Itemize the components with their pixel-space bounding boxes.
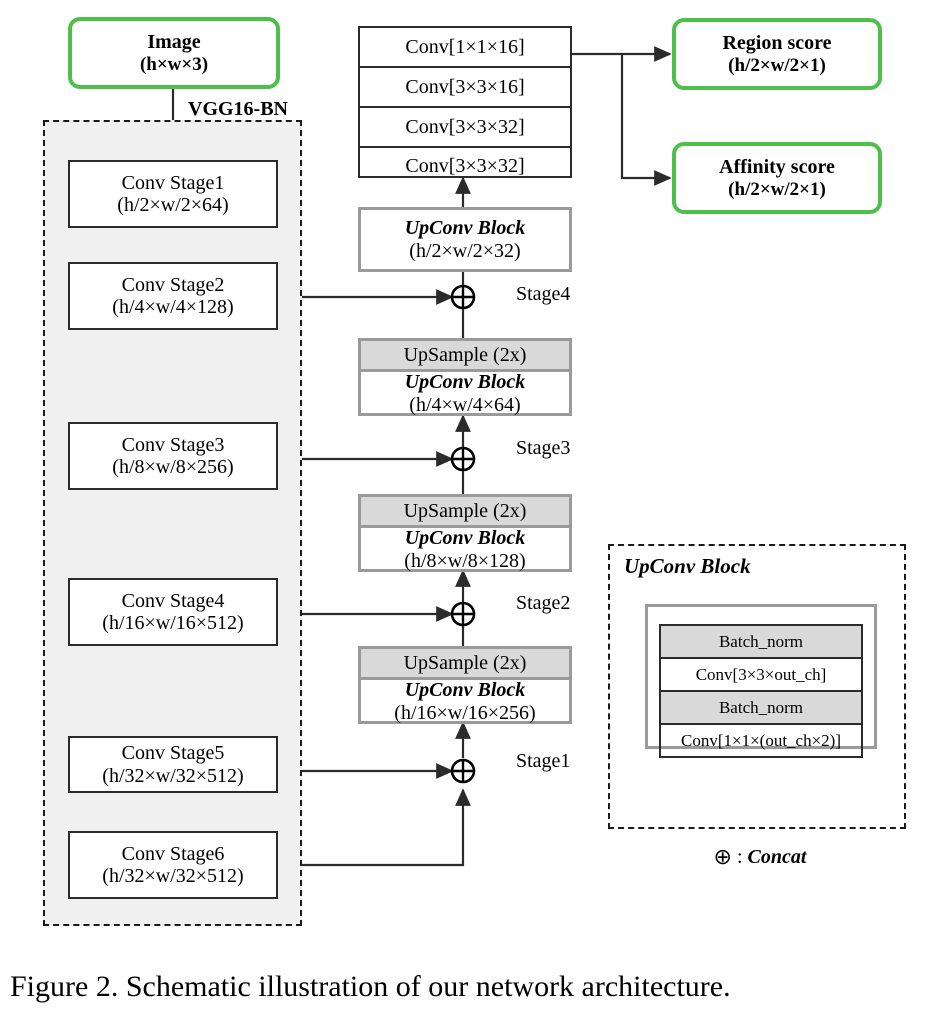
stage-label-2: Stage2 <box>516 592 571 614</box>
conv-stage-4: Conv Stage4 (h/16×w/16×512) <box>68 578 278 646</box>
conv-stage-5-shape: (h/32×w/32×512) <box>102 764 244 787</box>
upconv-block-4-shape: (h/2×w/2×32) <box>409 239 521 262</box>
upconv-group-3: UpSample (2x) UpConv Block (h/4×w/4×64) <box>358 338 572 416</box>
conv-stage-4-name: Conv Stage4 <box>121 589 225 612</box>
upsample-2: UpSample (2x) <box>361 497 569 528</box>
head-conv-layer-4: Conv[3×3×32] <box>405 154 525 177</box>
upconv-block-3: UpConv Block (h/4×w/4×64) <box>361 371 569 416</box>
upsample-1: UpSample (2x) <box>361 649 569 680</box>
conv-stage-4-shape: (h/16×w/16×512) <box>102 612 244 634</box>
upconv-block-2-shape: (h/8×w/8×128) <box>404 550 526 572</box>
conv-stage-3: Conv Stage3 (h/8×w/8×256) <box>68 422 278 490</box>
upconv-group-2: UpSample (2x) UpConv Block (h/8×w/8×128) <box>358 494 572 572</box>
conv-stage-6: Conv Stage6 (h/32×w/32×512) <box>68 831 278 899</box>
conv-stage-3-shape: (h/8×w/8×256) <box>112 456 234 478</box>
legend-row-batch-norm-2: Batch_norm <box>659 624 863 657</box>
upconv-block-4-name: UpConv Block <box>404 216 526 239</box>
concat-legend: ⊕ : Concat <box>700 842 820 872</box>
upconv-block-1-shape: (h/16×w/16×256) <box>394 702 536 724</box>
conv-stage-5-name: Conv Stage5 <box>121 742 225 765</box>
vgg16-bn-label: VGG16-BN <box>188 98 288 120</box>
head-conv-layer-2: Conv[3×3×16] <box>360 68 570 108</box>
conv-stage-2: Conv Stage2 (h/4×w/4×128) <box>68 262 278 330</box>
output-region-score: Region score (h/2×w/2×1) <box>672 18 882 90</box>
conv-stage-3-name: Conv Stage3 <box>121 433 225 456</box>
input-image-shape: (h×w×3) <box>139 53 209 75</box>
stage-label-3: Stage3 <box>516 437 571 459</box>
head-conv-stack: Conv[1×1×16] Conv[3×3×16] Conv[3×3×32] C… <box>358 26 572 178</box>
stage-label-1: Stage1 <box>516 750 571 772</box>
conv-stage-2-shape: (h/4×w/4×128) <box>112 296 234 318</box>
conv-stage-6-shape: (h/32×w/32×512) <box>102 865 244 887</box>
legend-row-conv-3x3: Conv[3×3×out_ch] <box>659 657 863 690</box>
upconv-group-1: UpSample (2x) UpConv Block (h/16×w/16×25… <box>358 646 572 724</box>
legend-row-batch-norm-1: Batch_norm <box>659 690 863 723</box>
head-conv-layer-3: Conv[3×3×32] <box>360 108 570 148</box>
upconv-block-legend-title: UpConv Block <box>624 554 751 578</box>
conv-stage-1: Conv Stage1 (h/2×w/2×64) <box>68 160 278 228</box>
output-affinity-score-title: Affinity score <box>719 156 835 179</box>
upconv-group-4: UpConv Block (h/2×w/2×32) <box>358 207 572 272</box>
upconv-block-3-shape: (h/4×w/4×64) <box>409 394 521 416</box>
output-region-score-shape: (h/2×w/2×1) <box>728 54 826 76</box>
upconv-block-legend-rows: Batch_norm Conv[3×3×out_ch] Batch_norm C… <box>659 624 863 758</box>
input-image-node: Image (h×w×3) <box>68 17 280 89</box>
concat-word: Concat <box>747 845 807 868</box>
input-image-title: Image <box>147 31 201 54</box>
head-conv-layer-1: Conv[1×1×16] <box>360 28 570 68</box>
vgg16-bn-container <box>43 120 302 926</box>
upconv-block-4: UpConv Block (h/2×w/2×32) <box>361 210 569 269</box>
concat-symbol-icon: ⊕ <box>713 844 732 869</box>
stage-label-4: Stage4 <box>516 283 571 305</box>
conv-stage-1-shape: (h/2×w/2×64) <box>117 194 229 216</box>
output-affinity-score: Affinity score (h/2×w/2×1) <box>672 142 882 214</box>
conv-stage-2-name: Conv Stage2 <box>121 273 225 296</box>
upconv-block-1-name: UpConv Block <box>404 679 526 701</box>
upconv-block-3-name: UpConv Block <box>404 371 526 393</box>
concat-separator: : <box>736 845 743 868</box>
upsample-3: UpSample (2x) <box>361 341 569 372</box>
output-affinity-score-shape: (h/2×w/2×1) <box>728 178 826 200</box>
upconv-block-1: UpConv Block (h/16×w/16×256) <box>361 679 569 724</box>
legend-row-conv-1x1: Conv[1×1×(out_ch×2)] <box>659 723 863 758</box>
output-region-score-title: Region score <box>722 32 832 55</box>
conv-stage-6-name: Conv Stage6 <box>121 842 225 865</box>
figure-caption: Figure 2. Schematic illustration of our … <box>10 970 731 1003</box>
upconv-block-2-name: UpConv Block <box>404 527 526 549</box>
conv-stage-1-name: Conv Stage1 <box>121 171 225 194</box>
conv-stage-5: Conv Stage5 (h/32×w/32×512) <box>68 736 278 793</box>
upconv-block-2: UpConv Block (h/8×w/8×128) <box>361 527 569 572</box>
